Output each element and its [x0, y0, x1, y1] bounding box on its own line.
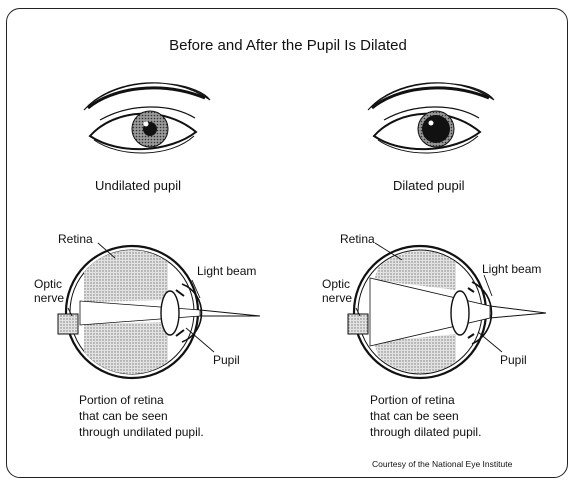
label-retina-left: Retina [58, 232, 93, 246]
label-optic-right-2: nerve [322, 291, 352, 305]
note-undilated-line3: through undilated pupil. [79, 424, 204, 440]
note-dilated-line2: that can be seen [370, 408, 481, 424]
label-optic-left-1: Optic [34, 277, 62, 291]
note-undilated-line1: Portion of retina [79, 392, 204, 408]
label-optic-right-1: Optic [322, 277, 350, 291]
caption-dilated: Dilated pupil [393, 178, 465, 193]
note-dilated: Portion of retina that can be seen throu… [370, 392, 481, 440]
label-retina-right: Retina [340, 232, 375, 246]
eye-external-undilated [84, 83, 210, 153]
label-lightbeam-right: Light beam [482, 262, 541, 276]
note-undilated: Portion of retina that can be seen throu… [79, 392, 204, 440]
eye-external-dilated [368, 83, 494, 153]
note-undilated-line2: that can be seen [79, 408, 204, 424]
label-lightbeam-left: Light beam [197, 264, 256, 278]
credit-text: Courtesy of the National Eye Institute [372, 459, 512, 469]
label-optic-left-2: nerve [34, 291, 64, 305]
label-pupil-right: Pupil [500, 353, 527, 367]
note-dilated-line1: Portion of retina [370, 392, 481, 408]
label-pupil-left: Pupil [213, 353, 240, 367]
caption-undilated: Undilated pupil [95, 178, 181, 193]
note-dilated-line3: through dilated pupil. [370, 424, 481, 440]
